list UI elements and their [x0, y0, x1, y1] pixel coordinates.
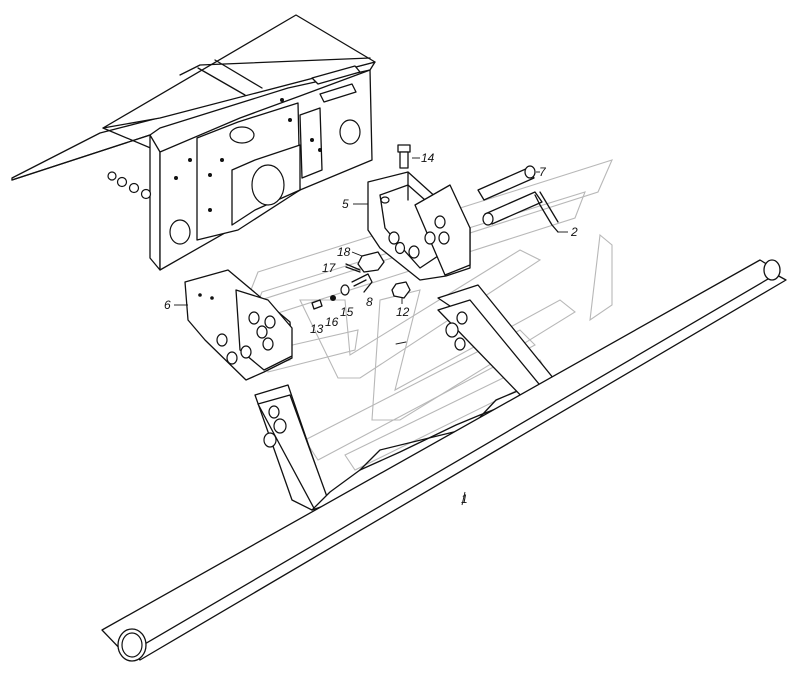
callout-2: 2 — [570, 225, 578, 239]
callout-16: 16 — [325, 315, 339, 329]
callout-12: 12 — [396, 305, 410, 319]
callout-18: 18 — [337, 245, 351, 259]
bolt-14 — [397, 144, 420, 169]
callout-1: 1 — [461, 492, 468, 506]
spring-pin-8 — [351, 273, 373, 293]
bolt-13 — [311, 299, 323, 310]
callout-5: 5 — [342, 197, 349, 211]
nut-12 — [391, 281, 411, 304]
bracket-5 — [353, 171, 471, 281]
callout-labels: 1 2 5 6 7 8 12 13 14 15 16 17 18 — [164, 151, 578, 506]
callout-17: 17 — [322, 261, 337, 275]
frame-crossmember — [11, 14, 376, 271]
callout-7: 7 — [539, 165, 547, 179]
pin-2-with-handle — [482, 191, 568, 233]
underrun-bar-1 — [101, 259, 787, 662]
callout-15: 15 — [340, 305, 354, 319]
callout-13: 13 — [310, 322, 324, 336]
pin-7 — [477, 165, 540, 201]
callout-6: 6 — [164, 298, 171, 312]
castle-nut-18 — [351, 251, 385, 273]
callout-14: 14 — [421, 151, 435, 165]
leader-tick — [395, 341, 407, 345]
bracket-6 — [174, 269, 293, 381]
callout-8: 8 — [366, 295, 373, 309]
washer-15 — [340, 284, 350, 296]
nut-16 — [330, 295, 336, 301]
cotter-pin-17 — [345, 263, 361, 273]
